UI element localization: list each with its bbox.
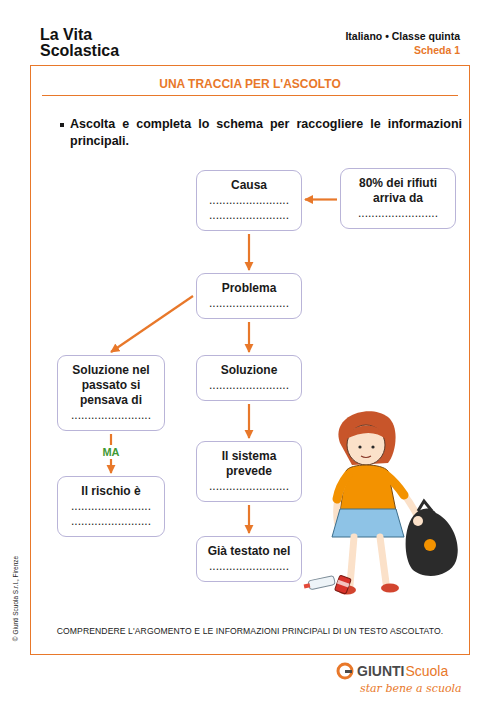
schema-box: Il sistema prevede......................… <box>196 441 302 502</box>
instruction-text: Ascolta e completa lo schema per raccogl… <box>70 116 462 150</box>
bullet-square <box>60 123 64 127</box>
schema-box: Soluzione........................ <box>196 355 302 401</box>
brand-mark <box>336 662 354 680</box>
box-label: Problema <box>203 281 295 296</box>
box-label: Soluzione nel passato si pensava di <box>64 363 158 408</box>
footer-caption: COMPRENDERE L'ARGOMENTO E LE INFORMAZION… <box>40 626 460 636</box>
schema-box: Causa...................................… <box>196 170 302 231</box>
answer-line: ........................ <box>64 499 158 514</box>
brand-name: Scuola <box>405 663 448 679</box>
schema-box: Già testato nel........................ <box>196 536 302 582</box>
schema-box: Soluzione nel passato si pensava di.....… <box>57 355 165 431</box>
answer-line: ........................ <box>64 408 158 423</box>
answer-line: ........................ <box>64 514 158 529</box>
sheet-number: Scheda 1 <box>414 44 460 56</box>
copyright-note: © Giunti Scuola S.r.l., Firenze <box>12 534 19 664</box>
girl-illustration <box>300 405 470 610</box>
logo-text: Scolastica <box>40 42 119 59</box>
sheet-title: UNA TRACCIA PER L'ASCOLTO <box>40 77 460 91</box>
answer-line: ........................ <box>203 193 295 208</box>
box-label: Causa <box>203 178 295 193</box>
answer-line: ........................ <box>203 208 295 223</box>
answer-line: ........................ <box>347 206 449 221</box>
flow-arrow <box>248 404 250 438</box>
flow-arrow <box>248 234 250 270</box>
answer-line: ........................ <box>203 378 295 393</box>
info-box: 80% dei rifiuti arriva da...............… <box>340 168 456 229</box>
logo-text: La Vita <box>40 26 92 43</box>
schema-box: Il rischio è............................… <box>57 476 165 537</box>
brand-name: GIUNTI <box>357 663 404 679</box>
box-label: Soluzione <box>203 363 295 378</box>
answer-line: ........................ <box>203 296 295 311</box>
box-label: 80% dei rifiuti arriva da <box>347 176 449 206</box>
edge-label: MA <box>99 445 122 459</box>
box-label: Già testato nel <box>203 544 295 559</box>
schema-box: Problema........................ <box>196 273 302 319</box>
title-rule <box>42 95 458 96</box>
subject-label: Italiano • Classe quinta <box>345 30 460 42</box>
flow-arrow <box>111 296 193 352</box>
box-label: Il sistema prevede <box>203 449 295 479</box>
flow-arrow <box>248 505 250 533</box>
flow-arrow <box>248 322 250 352</box>
answer-line: ........................ <box>203 479 295 494</box>
flow-arrow <box>305 198 337 200</box>
answer-line: ........................ <box>203 559 295 574</box>
brand-tagline: star bene a scuola <box>360 682 462 695</box>
box-label: Il rischio è <box>64 484 158 499</box>
